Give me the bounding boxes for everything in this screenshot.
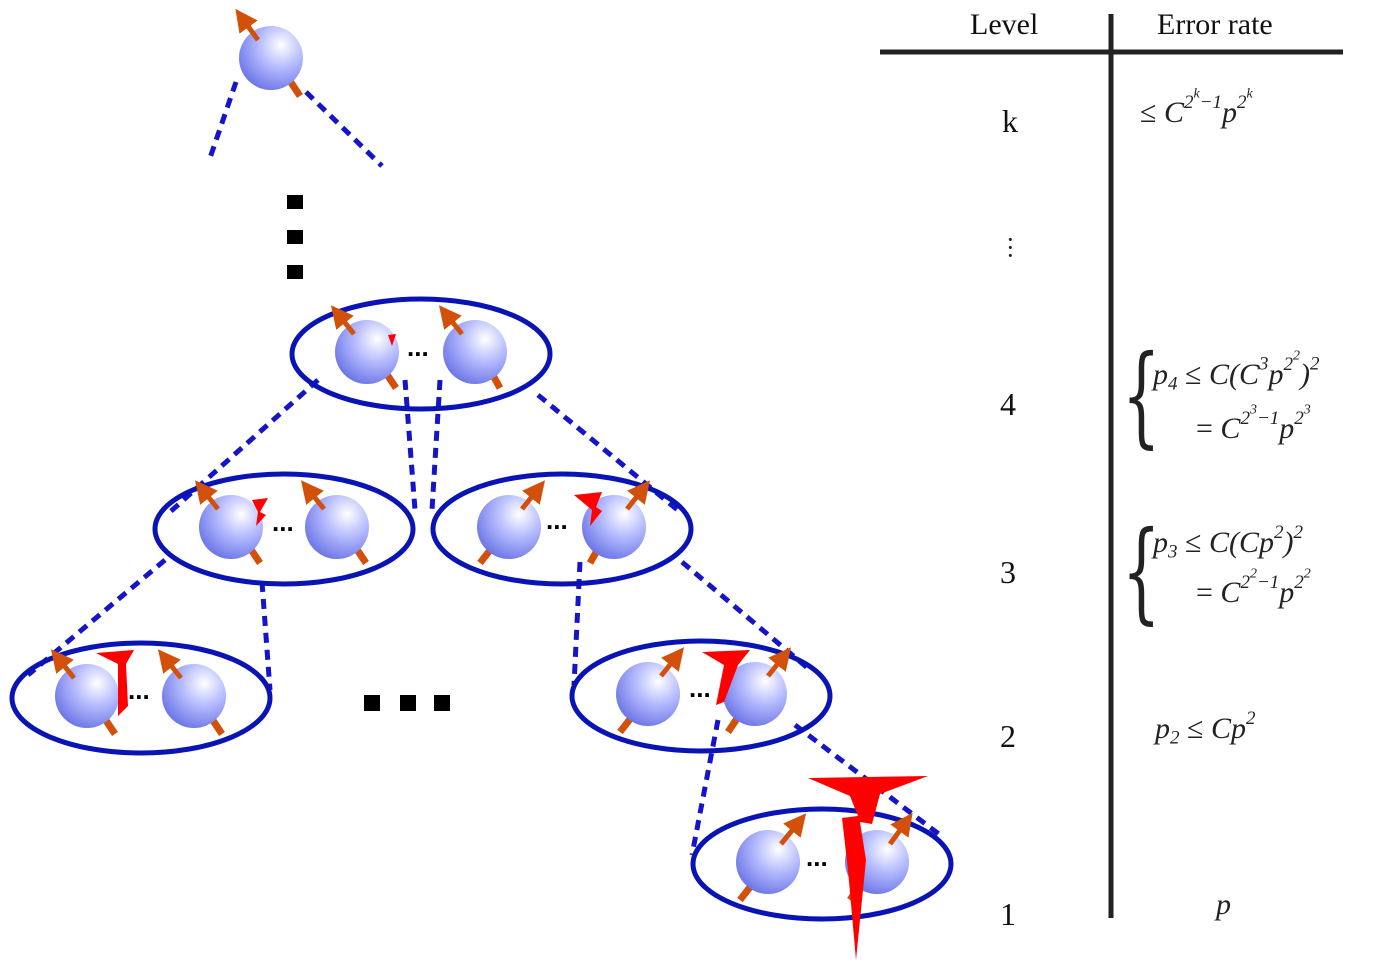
- qubit-l4b: [438, 305, 507, 390]
- vertical-ellipsis-marks: [287, 195, 303, 279]
- horizontal-ellipsis-marks: [364, 695, 450, 711]
- level-column-header: Level: [970, 8, 1039, 41]
- qubit-l3b: [300, 480, 369, 565]
- qubit-l4a: [330, 305, 399, 390]
- error-rate-3-line2: = C22−1p22: [1196, 566, 1311, 609]
- code-block-ellipses: [9, 296, 954, 922]
- error-marks: [96, 334, 928, 960]
- dashed-connectors: [26, 81, 942, 856]
- qubit-l2d: [723, 647, 792, 734]
- level-3: 3: [1000, 554, 1016, 590]
- level-2: 2: [1000, 718, 1016, 754]
- qubit-l3a: [194, 480, 263, 565]
- brace-level-3: {: [1122, 507, 1161, 635]
- ellipsis-l3a: ...: [272, 507, 294, 537]
- error-rate-4-line1: p4 ≤ C(C3p22)2: [1153, 348, 1320, 395]
- level-vertical-dots: ···: [1006, 225, 1015, 270]
- error-rate-3-line1: p3 ≤ C(Cp2)2: [1153, 521, 1303, 563]
- qubit-top: [235, 8, 303, 98]
- level-k: k: [1002, 103, 1018, 139]
- ellipsis-l3b: ...: [546, 505, 568, 535]
- ellipsis-l2b: ...: [689, 673, 711, 703]
- ellipsis-l4: ...: [407, 332, 429, 362]
- error-rate-k: ≤ C2k−1p2k: [1140, 86, 1253, 129]
- qubit-l2b: [157, 649, 226, 736]
- qubit-spheres: [50, 8, 913, 903]
- block-ellipsis-labels: ... ... ... ... ... ...: [128, 332, 828, 872]
- error-rate-2: p2 ≤ Cp2: [1155, 707, 1256, 749]
- table-rules: [880, 14, 1343, 918]
- ellipsis-l2a: ...: [128, 675, 150, 705]
- level-4: 4: [1000, 386, 1016, 422]
- qubit-l2a: [50, 649, 119, 736]
- error-rate-1: p: [1216, 888, 1231, 921]
- level-1: 1: [1000, 896, 1016, 932]
- qubit-l3c: [477, 480, 546, 566]
- qubit-l2c: [616, 647, 685, 735]
- ellipsis-l1: ...: [806, 842, 828, 872]
- brace-level-4: {: [1122, 331, 1161, 459]
- error-rate-column-header: Error rate: [1157, 8, 1273, 41]
- qubit-l1a: [736, 813, 807, 903]
- error-rate-4-line2: = C23−1p23: [1196, 402, 1311, 445]
